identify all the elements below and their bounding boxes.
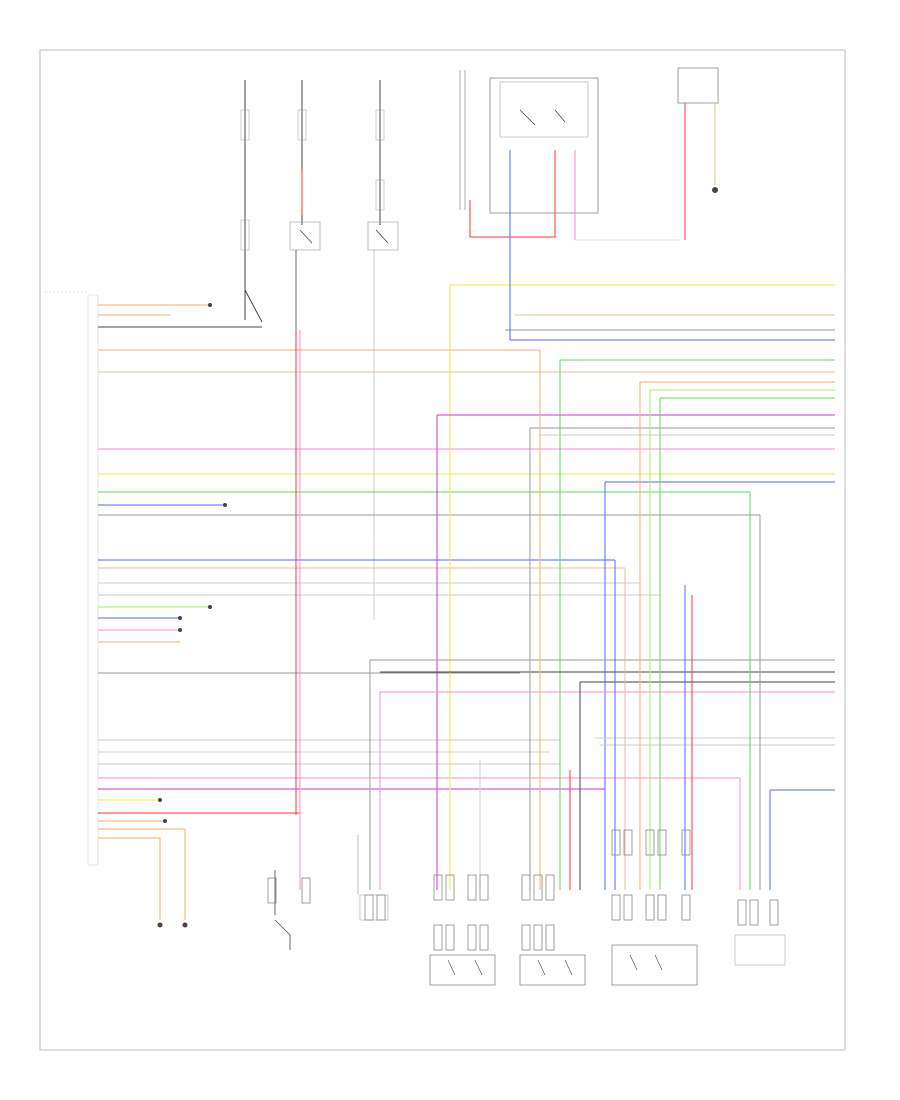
ground-left: [157, 922, 188, 928]
relay-2: [367, 221, 399, 620]
right-module: [677, 67, 719, 240]
fuse-2: [297, 80, 307, 225]
fuse-3: [375, 80, 385, 225]
relay-1: [289, 221, 321, 330]
fuse-1: [240, 80, 263, 323]
horizontal-wires: [98, 304, 835, 839]
sensor-3: [429, 954, 496, 986]
diagram-border: [39, 49, 846, 1051]
sensor-2: [357, 835, 389, 921]
fuse-4: [459, 70, 466, 210]
ecm-connector-box: [87, 294, 99, 866]
sensor-5: [611, 944, 698, 986]
relay-box: [469, 77, 680, 241]
sensor-4: [519, 954, 586, 986]
vertical-wires: [159, 330, 771, 920]
right-wires: [370, 150, 835, 890]
connector-pins: [267, 829, 779, 951]
switch-1: [274, 870, 291, 950]
splice-dots: [158, 303, 227, 823]
sensor-6: [734, 934, 786, 966]
